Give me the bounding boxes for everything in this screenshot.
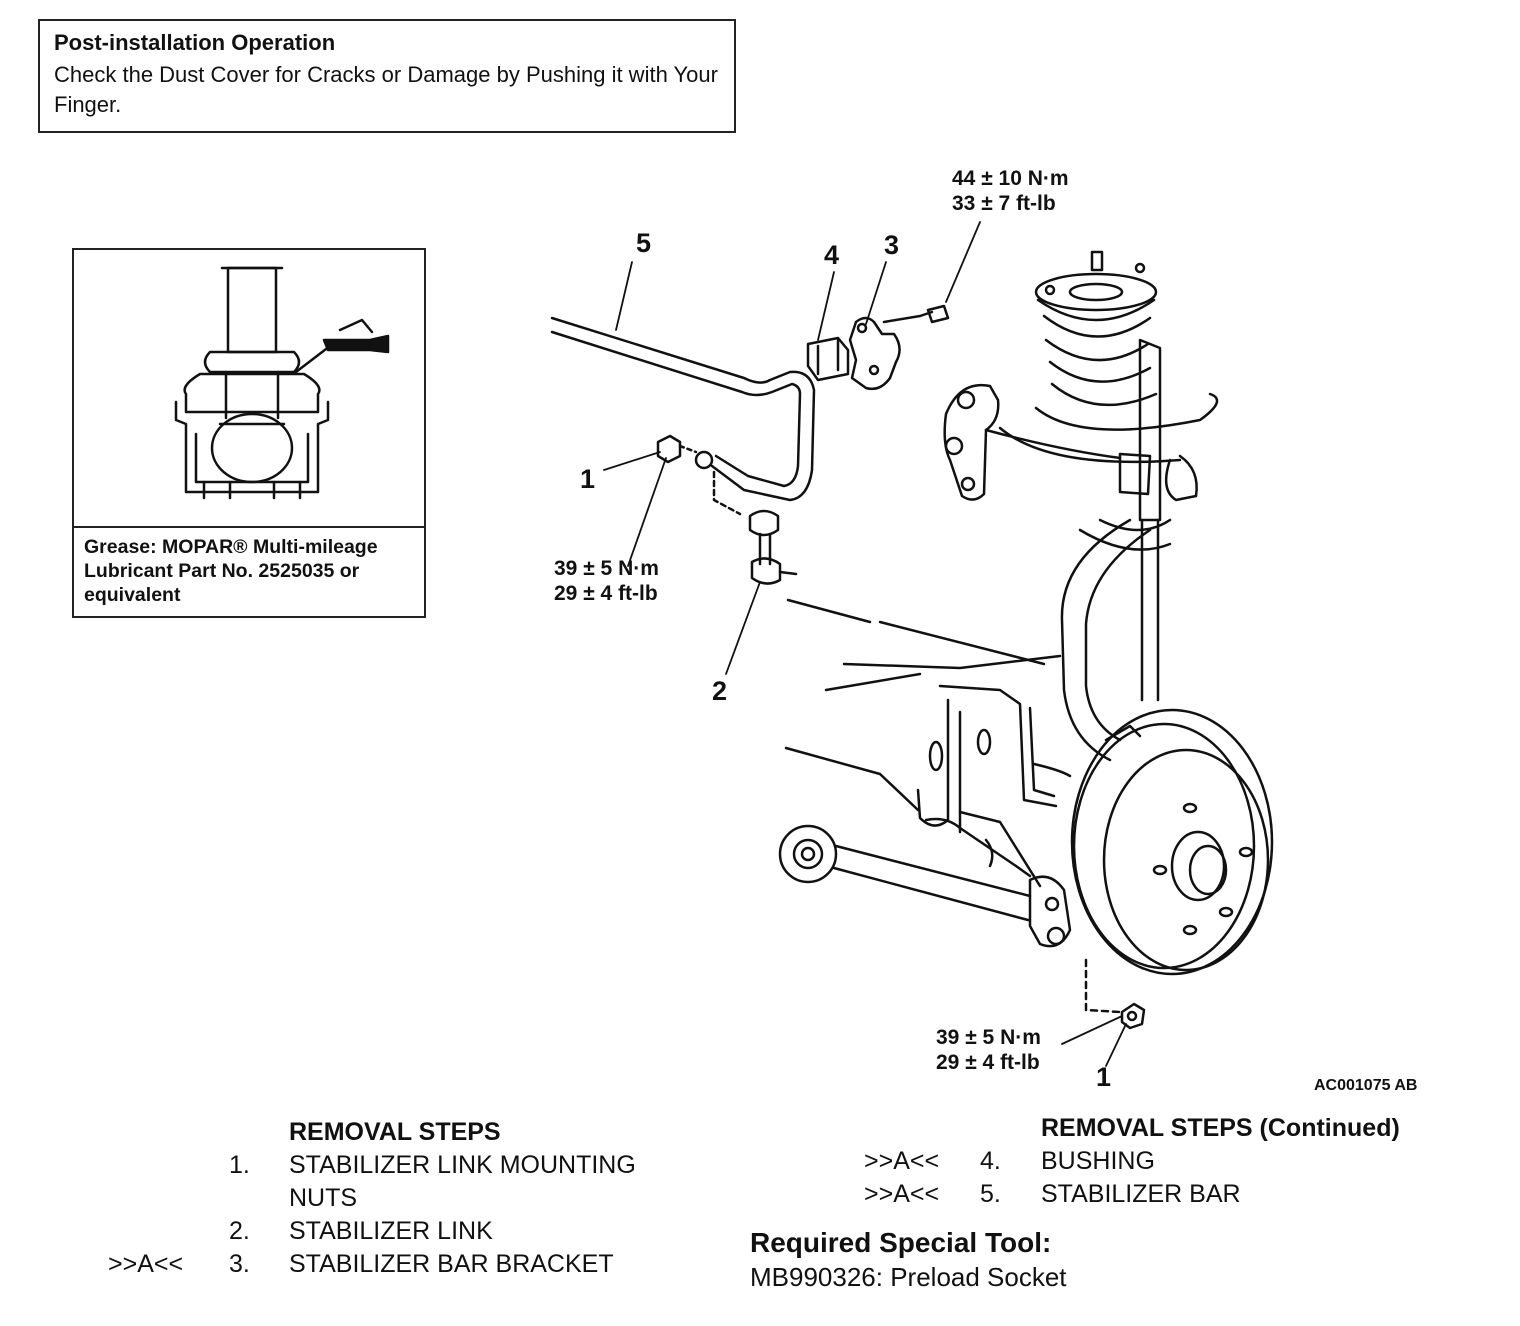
callout-4: 4 bbox=[824, 240, 840, 270]
inset-divider bbox=[74, 526, 424, 528]
special-tool-value: MB990326: Preload Socket bbox=[750, 1262, 1067, 1292]
callout-1-upper: 1 bbox=[580, 464, 596, 494]
removal-step: >>A<< 5. STABILIZER BAR bbox=[864, 1178, 1484, 1211]
grease-inset-box: Grease: MOPAR® Multi-mileage Lubricant P… bbox=[72, 248, 426, 618]
step-text: STABILIZER LINK bbox=[289, 1217, 493, 1245]
brake-drum-drawing bbox=[1028, 708, 1274, 976]
ball-joint-illustration bbox=[174, 266, 390, 500]
callout-3: 3 bbox=[884, 230, 900, 260]
removal-step: >>A<< 4. BUSHING bbox=[864, 1145, 1484, 1178]
removal-steps-heading: REMOVAL STEPS bbox=[289, 1118, 501, 1146]
torque-link-lower-ftlb: 29 ± 4 ft-lb bbox=[936, 1051, 1040, 1074]
removal-step: >>A<< 3. STABILIZER BAR BRACKET bbox=[108, 1248, 708, 1281]
step-mark: >>A<< bbox=[108, 1250, 184, 1278]
torque-link-upper: 39 ± 5 N·m 29 ± 4 ft-lb bbox=[554, 556, 659, 606]
torque-link-upper-ftlb: 29 ± 4 ft-lb bbox=[554, 582, 658, 605]
step-number: 3. bbox=[229, 1250, 250, 1278]
step-mark: >>A<< bbox=[864, 1180, 940, 1208]
link-nut-lower-drawing bbox=[1084, 958, 1146, 1030]
removal-step: 2. STABILIZER LINK bbox=[108, 1215, 708, 1248]
removal-step: 1. STABILIZER LINK MOUNTING bbox=[108, 1149, 708, 1182]
step-number: 1. bbox=[229, 1151, 250, 1179]
grease-note: Grease: MOPAR® Multi-mileage Lubricant P… bbox=[84, 536, 378, 606]
lateral-link-drawing bbox=[943, 383, 1122, 501]
step-mark: >>A<< bbox=[864, 1147, 940, 1175]
leader-lines bbox=[603, 221, 1127, 1067]
link-nut-upper-drawing bbox=[656, 434, 714, 470]
removal-steps: REMOVAL STEPS 1. STABILIZER LINK MOUNTIN… bbox=[108, 1116, 708, 1281]
torque-bracket: 44 ± 10 N·m 33 ± 7 ft-lb bbox=[952, 166, 1069, 216]
removal-steps-continued-heading: REMOVAL STEPS (Continued) bbox=[1041, 1114, 1400, 1142]
removal-step: NUTS bbox=[108, 1182, 708, 1215]
post-installation-box: Post-installation Operation Check the Du… bbox=[38, 19, 736, 133]
post-installation-title: Post-installation Operation bbox=[54, 30, 336, 55]
step-number: 5. bbox=[980, 1180, 1001, 1208]
step-text: STABILIZER BAR bbox=[1041, 1180, 1241, 1208]
figure-id: AC001075 AB bbox=[1314, 1077, 1418, 1094]
stabilizer-bar-drawing bbox=[550, 316, 816, 502]
removal-steps-continued: REMOVAL STEPS (Continued) >>A<< 4. BUSHI… bbox=[864, 1112, 1484, 1211]
step-text: STABILIZER LINK MOUNTING bbox=[289, 1151, 636, 1179]
torque-link-lower: 39 ± 5 N·m 29 ± 4 ft-lb bbox=[936, 1025, 1041, 1075]
stabilizer-link-drawing bbox=[712, 470, 798, 585]
callout-1-lower: 1 bbox=[1096, 1062, 1112, 1092]
torque-bracket-nm: 44 ± 10 N·m bbox=[952, 167, 1069, 190]
torque-bracket-ftlb: 33 ± 7 ft-lb bbox=[952, 192, 1056, 215]
callout-2: 2 bbox=[712, 676, 728, 706]
step-text: STABILIZER BAR BRACKET bbox=[289, 1250, 614, 1278]
step-text: NUTS bbox=[289, 1184, 358, 1212]
step-number: 2. bbox=[229, 1217, 250, 1245]
callout-5: 5 bbox=[636, 228, 652, 258]
post-installation-body: Check the Dust Cover for Cracks or Damag… bbox=[54, 62, 718, 117]
torque-link-upper-nm: 39 ± 5 N·m bbox=[554, 557, 659, 580]
strut-spring-drawing bbox=[998, 250, 1219, 702]
torque-link-lower-nm: 39 ± 5 N·m bbox=[936, 1026, 1041, 1049]
step-text: BUSHING bbox=[1041, 1147, 1155, 1175]
bushing-drawing bbox=[806, 336, 850, 382]
bracket-drawing bbox=[848, 304, 950, 391]
trailing-arm-drawing bbox=[778, 810, 1042, 922]
step-number: 4. bbox=[980, 1147, 1001, 1175]
crossmember-drawing bbox=[784, 598, 1072, 878]
stabilizer-arm-drawing bbox=[1060, 518, 1152, 762]
special-tool-heading: Required Special Tool: bbox=[750, 1227, 1052, 1258]
